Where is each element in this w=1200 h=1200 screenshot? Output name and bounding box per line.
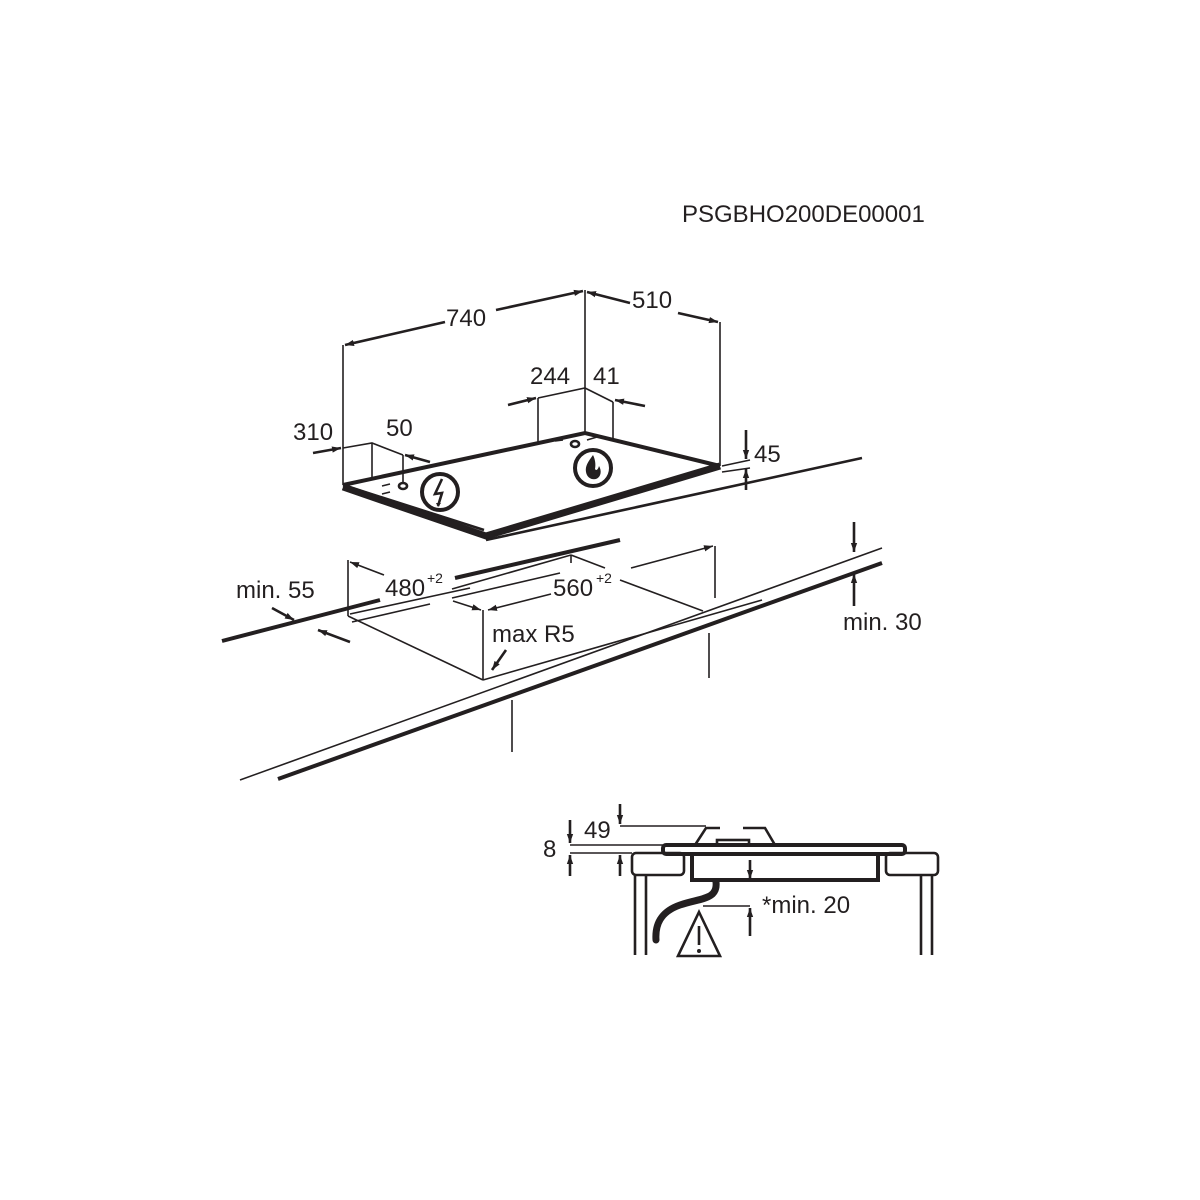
dim-cutout-width-tolerance: +2 — [596, 570, 612, 586]
dim-elec-offset-310: 310 — [293, 419, 333, 446]
cutout-drawing: 480 +2 560 +2 min. 55 max R5 min. 30 — [221, 522, 922, 781]
hob-left-edge — [342, 483, 485, 532]
product-code: PSGBHO200DE00001 — [682, 201, 925, 228]
hob-drawing: 740 510 244 41 310 50 — [293, 287, 863, 542]
hob-plate — [661, 843, 907, 856]
section-view-drawing: 49 8 *min. 20 — [543, 804, 940, 958]
worktop-edge — [221, 598, 381, 643]
dim-line — [537, 387, 614, 403]
dim-cutout-width-560: 560 — [553, 575, 593, 602]
dim-cutout-depth-tolerance: +2 — [427, 570, 443, 586]
gas-hose-icon — [652, 878, 720, 944]
cutout-edge — [451, 572, 561, 599]
worktop-top-line — [485, 456, 863, 542]
dim-line — [342, 442, 404, 456]
dim-line — [495, 289, 584, 312]
cutout-edge — [619, 579, 704, 612]
hob-front-edge — [341, 462, 722, 540]
dim-gas-offset-244: 244 — [530, 363, 570, 390]
electric-connection-point — [397, 481, 409, 491]
dim-line — [614, 398, 646, 408]
cutout-edge — [349, 587, 471, 615]
dim-line — [404, 453, 431, 464]
warning-triangle-icon — [675, 908, 723, 958]
worktop-line — [277, 561, 883, 781]
extension-line — [721, 459, 751, 467]
dim-line — [507, 396, 537, 407]
dim-front-distance-min55: min. 55 — [236, 577, 315, 604]
worktop-left-block — [630, 851, 686, 877]
dim-line — [271, 606, 295, 622]
dim-line — [487, 593, 552, 611]
dim-gas-offset-41: 41 — [593, 363, 620, 390]
dim-line — [630, 545, 714, 569]
hob-body — [690, 854, 880, 882]
dim-depth-510: 510 — [632, 287, 672, 314]
cutout-edge — [570, 554, 606, 569]
worktop-line — [239, 547, 883, 781]
electric-connection-icon — [420, 472, 460, 512]
dim-corner-radius: max R5 — [492, 621, 575, 648]
burner — [693, 826, 777, 846]
gas-flame-icon — [573, 448, 613, 488]
dim-worktop-thickness-min30: min. 30 — [843, 609, 922, 636]
worktop-edge — [454, 538, 621, 580]
dim-line — [452, 600, 482, 611]
dim-clearance-min20: *min. 20 — [762, 892, 850, 919]
dim-width-740: 740 — [446, 305, 486, 332]
dim-overhang-8: 8 — [543, 836, 556, 863]
cutout-edge — [351, 603, 431, 623]
dim-elec-offset-50: 50 — [386, 415, 413, 442]
cutout-edge — [482, 599, 763, 681]
extension-line — [721, 467, 751, 473]
cutout-edge — [347, 615, 484, 681]
dim-line — [317, 628, 351, 644]
dim-line — [349, 561, 385, 576]
dim-line — [490, 649, 508, 671]
dim-burner-height-49: 49 — [584, 817, 611, 844]
dim-line — [586, 290, 631, 305]
dim-cutout-depth-480: 480 — [385, 575, 425, 602]
connection-hint-lines — [381, 436, 598, 495]
worktop-right-block — [884, 851, 940, 877]
dim-height-45: 45 — [754, 441, 781, 468]
cutout-edge — [451, 554, 572, 590]
burner-cap — [715, 838, 751, 847]
dim-line — [312, 446, 342, 455]
dim-line — [677, 311, 719, 324]
gas-connection-point — [569, 439, 581, 449]
dim-line — [344, 320, 446, 347]
